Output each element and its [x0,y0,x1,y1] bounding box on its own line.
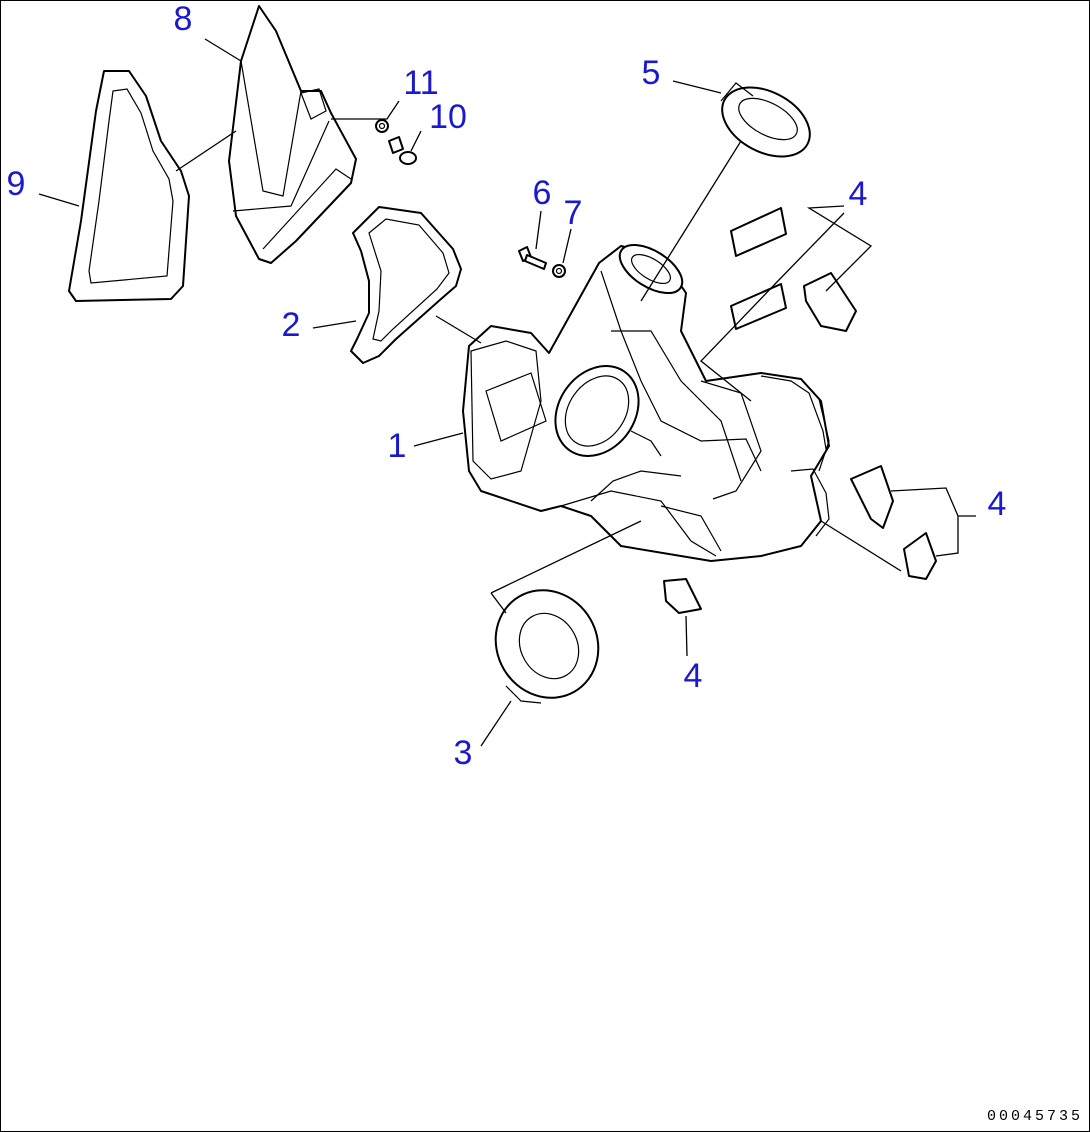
callout-1: 1 [387,427,407,465]
part-11-washer [375,119,389,133]
part-5-clamp [720,82,811,158]
callout-8: 8 [173,0,193,38]
part-1-main-duct [462,243,830,562]
callout-5: 5 [641,54,661,92]
document-number: 00045735 [986,1108,1083,1125]
part-2-elbow-duct [350,206,462,364]
callout-4-right: 4 [987,485,1007,523]
callout-6: 6 [532,174,552,212]
part-7-nut [552,264,566,278]
callout-9: 9 [6,165,26,203]
part-6-bolt [518,246,547,270]
part-9-gasket [68,70,190,302]
leader-lines [38,38,976,747]
callout-11: 11 [403,64,439,102]
callout-10: 10 [429,98,467,136]
callout-7: 7 [563,194,583,232]
callout-2: 2 [281,306,301,344]
callout-3: 3 [453,734,473,772]
part-10-bolt [388,136,417,165]
part-3-ring-seal [494,589,600,704]
part-4-pads [663,207,937,614]
callout-4-top: 4 [848,175,868,213]
part-8-cover [228,5,357,264]
callout-4-bottom: 4 [683,657,703,695]
